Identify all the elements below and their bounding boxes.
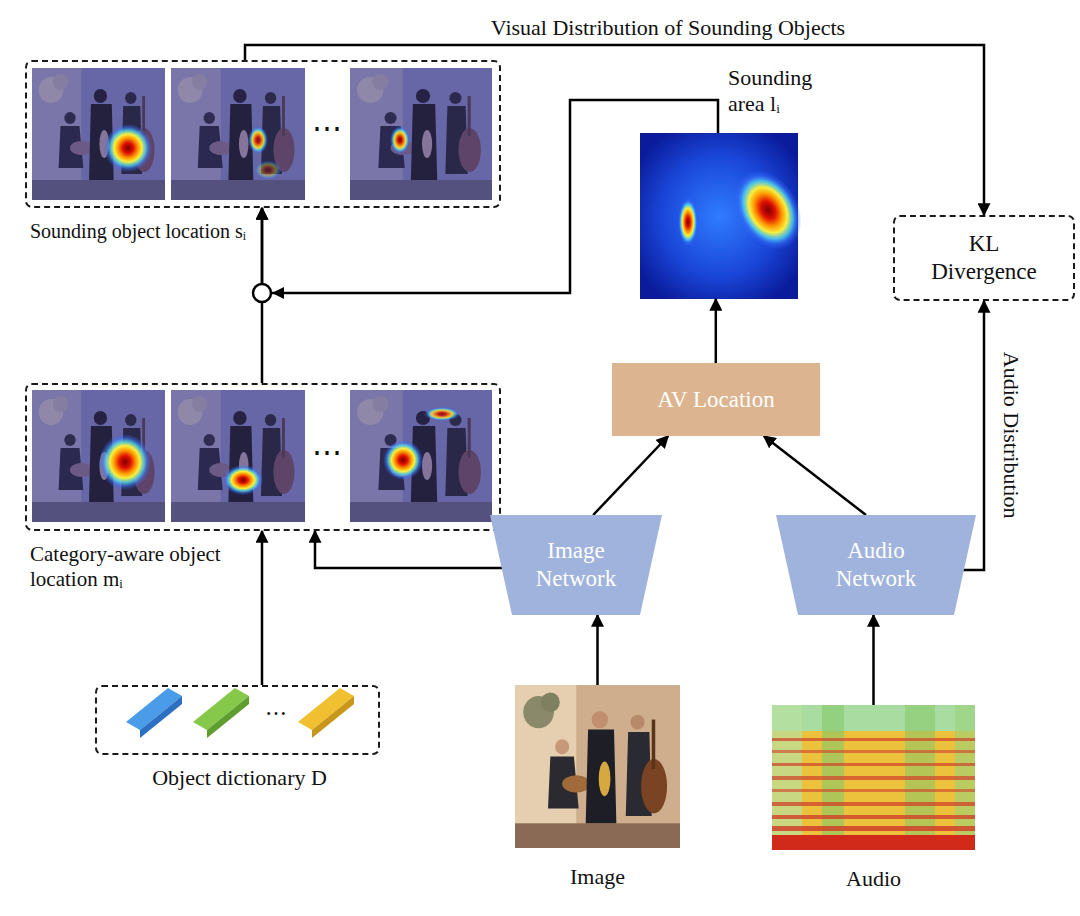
- art-shape: [350, 68, 492, 200]
- art-shape: [312, 696, 354, 738]
- connector-arrow: [261, 531, 264, 685]
- image-network: Image Network: [490, 515, 662, 615]
- node-label: Image: [515, 864, 680, 890]
- node-label: Object dictionary D: [97, 765, 382, 791]
- art-shape: [99, 434, 151, 490]
- input-audio: Audio: [772, 705, 975, 850]
- ellipsis-mark: …: [265, 695, 287, 721]
- art-shape: [32, 390, 165, 522]
- art-shape: [248, 126, 268, 154]
- art-shape: [383, 440, 423, 480]
- art-shape: [721, 159, 815, 262]
- art-shape: [772, 750, 975, 753]
- category-object-panel: Category-aware object location mᵢ: [25, 383, 501, 531]
- art-shape: [140, 696, 182, 738]
- ellipsis-mark: ⋯: [312, 110, 342, 146]
- sounding-area-heatmap: [640, 133, 815, 299]
- art-shape: [223, 465, 263, 495]
- node-label: Image Network: [519, 537, 634, 592]
- connector-arrow: [715, 299, 718, 363]
- input-photo: [515, 685, 680, 848]
- trapezoid-outline: [776, 515, 976, 615]
- node-label: Sounding object location sᵢ: [30, 219, 280, 243]
- edge-label: Visual Distribution of Sounding Objects: [488, 15, 848, 41]
- connector-arrow: [245, 45, 984, 215]
- art-shape: [772, 815, 975, 819]
- trapezoid-shape: [776, 515, 976, 615]
- spectrogram: [772, 705, 975, 850]
- connector-arrow: [764, 436, 866, 515]
- object-dictionary: Object dictionary D: [95, 685, 380, 755]
- trapezoid-outline: [490, 515, 662, 615]
- art-shape: [171, 68, 305, 200]
- input-image: Image: [515, 685, 680, 848]
- object-dictionary-bars: [126, 688, 354, 738]
- art-shape: [171, 390, 305, 522]
- ellipsis-mark: ⋯: [312, 434, 342, 470]
- art-shape: [350, 390, 492, 522]
- junction-arrowhead: [272, 287, 284, 299]
- node-label: Sounding area lᵢ: [728, 65, 838, 118]
- node-label: Audio Network: [819, 537, 934, 592]
- edge-label: Audio Distribution: [997, 349, 1023, 522]
- node-label: Category-aware object location mᵢ: [30, 542, 255, 592]
- sounding-area-map: Sounding area lᵢ: [640, 133, 798, 299]
- art-shape: [104, 124, 152, 172]
- art-shape: [254, 160, 282, 180]
- art-shape: [515, 685, 680, 848]
- art-shape: [207, 696, 249, 738]
- art-shape: [678, 198, 698, 246]
- kl-divergence-box: KL Divergence: [893, 215, 1075, 301]
- art-shape: [772, 705, 975, 731]
- art-shape: [772, 789, 975, 792]
- connector-arrow: [315, 531, 504, 568]
- connector-arrow: [596, 615, 599, 685]
- art-shape: [772, 835, 975, 850]
- node-label: Audio: [772, 866, 975, 892]
- art-shape: [424, 407, 460, 421]
- av-location-box: AV Location: [612, 363, 820, 436]
- art-shape: [772, 705, 975, 850]
- sounding-object-panel: Sounding object location sᵢ: [25, 60, 501, 208]
- art-shape: [390, 126, 410, 154]
- sounding-object-maps: [32, 68, 492, 200]
- connector-arrow: [872, 615, 875, 705]
- audio-network: Audio Network: [776, 515, 976, 615]
- merge-circle: [253, 284, 271, 302]
- connector-arrow: [593, 436, 668, 515]
- trapezoid-shape: [490, 515, 662, 615]
- connector-arrow: [262, 100, 718, 293]
- node-label: AV Location: [657, 386, 774, 414]
- art-shape: [772, 763, 975, 766]
- node-label: KL Divergence: [922, 230, 1047, 285]
- art-shape: [772, 826, 975, 831]
- art-shape: [772, 738, 975, 741]
- category-object-maps: [32, 390, 492, 522]
- art-shape: [32, 68, 165, 200]
- art-shape: [772, 776, 975, 780]
- art-shape: [772, 802, 975, 806]
